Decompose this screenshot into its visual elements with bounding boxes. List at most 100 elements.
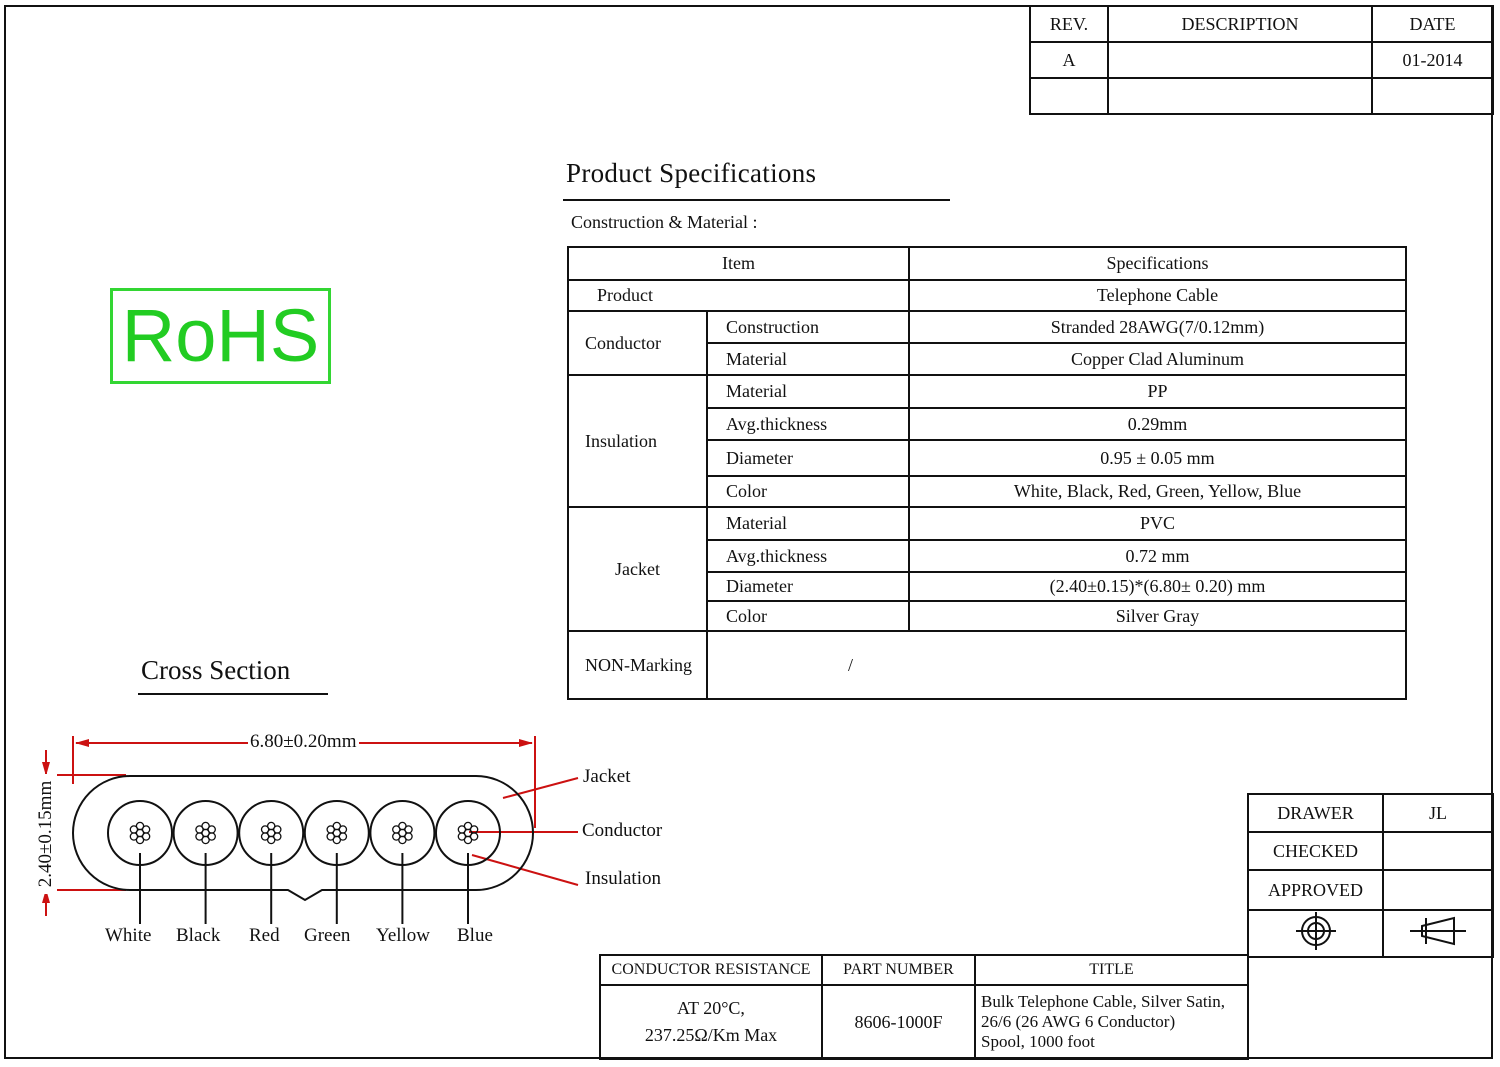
rev-header: REV. [1029, 5, 1109, 43]
spec-title: Product Specifications [566, 158, 817, 188]
spec-item: Diameter [706, 439, 910, 477]
arrow-left [75, 739, 89, 747]
spec-row: Color Silver Gray [568, 600, 1407, 632]
conductor-strand [260, 832, 270, 841]
title-value: Bulk Telephone Cable, Silver Satin, 26/6… [974, 984, 1249, 1060]
spec-item: Diameter [706, 571, 910, 602]
cross-section-underline [138, 693, 328, 695]
spec-value: Silver Gray [908, 600, 1407, 632]
jacket-outline [72, 775, 534, 902]
spec-item: Avg.thickness [706, 539, 910, 573]
wire-label-white: White [105, 925, 152, 946]
spec-item: Color [706, 475, 910, 508]
marking-label: NON-Marking [567, 630, 708, 700]
specifications-header: Specifications [908, 246, 1407, 281]
insulation-label: Insulation [567, 374, 708, 508]
wire-label-yellow: Yellow [376, 925, 431, 946]
conductor-strand [332, 835, 342, 845]
title-line-2: 26/6 (26 AWG 6 Conductor) [981, 1012, 1176, 1031]
wire-label-blue: Blue [457, 925, 493, 946]
date-header: DATE [1371, 5, 1494, 43]
product-value: Telephone Cable [908, 279, 1407, 312]
wires [107, 800, 501, 924]
spec-row: Avg.thickness 0.72 mm [568, 539, 1407, 573]
spec-item: Material [706, 342, 910, 376]
spec-row: Color White, Black, Red, Green, Yellow, … [568, 475, 1407, 508]
conductor-strand [398, 821, 407, 831]
conductor-strand [404, 832, 413, 841]
spec-row: Diameter 0.95 ± 0.05 mm [568, 439, 1407, 477]
projection-row [1247, 909, 1494, 958]
conductor-strand [195, 825, 204, 834]
jacket-callout: Jacket [583, 766, 631, 787]
conductor-strand [326, 825, 335, 834]
conductor-strand [398, 835, 407, 845]
conductor-strand [207, 825, 216, 834]
conductor-strand [404, 825, 413, 834]
conductor-strand [273, 825, 282, 834]
spec-subtitle: Construction & Material : [571, 212, 758, 232]
spec-value: (2.40±0.15)*(6.80± 0.20) mm [908, 571, 1407, 602]
spec-row: Avg.thickness 0.29mm [568, 407, 1407, 441]
projection-angle-cell [1382, 909, 1494, 958]
spec-row: Conductor Construction Stranded 28AWG(7/… [567, 310, 1407, 376]
title-block-header-row: CONDUCTOR RESISTANCE PART NUMBER TITLE [599, 954, 1249, 986]
approved-value [1382, 869, 1494, 911]
wire-label-black: Black [176, 925, 221, 946]
conductor-strand [201, 835, 210, 845]
spec-value: 0.72 mm [908, 539, 1407, 573]
conductor-callout: Conductor [582, 820, 663, 841]
conductor-strand [135, 821, 145, 831]
conductor-strand [338, 825, 348, 834]
projection-symbol-cell [1247, 909, 1384, 958]
checked-value [1382, 831, 1494, 871]
resistance-header: CONDUCTOR RESISTANCE [599, 954, 823, 986]
description-value [1107, 41, 1373, 79]
spec-value: Stranded 28AWG(7/0.12mm) [908, 310, 1407, 344]
conductor-strand [457, 832, 467, 841]
insulation-callout: Insulation [585, 868, 661, 889]
approval-row: DRAWER JL [1247, 793, 1494, 833]
spec-value: 0.29mm [908, 407, 1407, 441]
conductor-label: Conductor [567, 310, 708, 376]
conductor-strand [469, 832, 479, 841]
conductor-strand [338, 832, 348, 841]
wire-green [303, 800, 370, 924]
arrow-top [42, 762, 50, 776]
spec-row: Product Telephone Cable [567, 279, 1407, 312]
spec-item: Material [706, 374, 910, 409]
title-line-3: Spool, 1000 foot [981, 1032, 1095, 1051]
approval-row: CHECKED [1247, 831, 1494, 871]
spec-value: PP [908, 374, 1407, 409]
drawer-label: DRAWER [1247, 793, 1384, 833]
part-number-header: PART NUMBER [821, 954, 976, 986]
conductor-strand [463, 835, 473, 845]
marking-value: / [706, 630, 1407, 700]
wire-label-red: Red [249, 925, 280, 946]
wire-blue [435, 800, 501, 924]
drawer-value: JL [1382, 793, 1494, 833]
conductor-strand [135, 835, 145, 845]
part-number-value: 8606-1000F [821, 984, 976, 1060]
spec-table: Item Specifications Product Telephone Ca… [567, 246, 1407, 700]
spec-row: NON-Marking / [567, 630, 1407, 700]
spec-value: PVC [908, 506, 1407, 541]
conductor-strand [260, 825, 270, 834]
conductor-strand [392, 832, 401, 841]
rev-value: A [1029, 41, 1109, 79]
revision-table: REV. DESCRIPTION DATE A 01-2014 [1029, 5, 1494, 115]
conductor-strand [266, 835, 276, 845]
spec-row: Insulation Material PP [567, 374, 1407, 508]
spec-row: Jacket Material PVC [567, 506, 1407, 632]
date-value: 01-2014 [1371, 41, 1494, 79]
spec-row: Material Copper Clad Aluminum [568, 342, 1407, 376]
product-label: Product [567, 279, 910, 312]
spec-title-underline [563, 199, 950, 201]
wire-white [107, 800, 173, 924]
wire-yellow [369, 800, 436, 924]
spec-item: Construction [706, 310, 910, 344]
insulation-leader [471, 854, 579, 886]
approvals-table: DRAWER JL CHECKED APPROVED [1247, 793, 1494, 958]
spec-item: Color [706, 600, 910, 632]
rohs-logo: RoHS [110, 288, 331, 384]
